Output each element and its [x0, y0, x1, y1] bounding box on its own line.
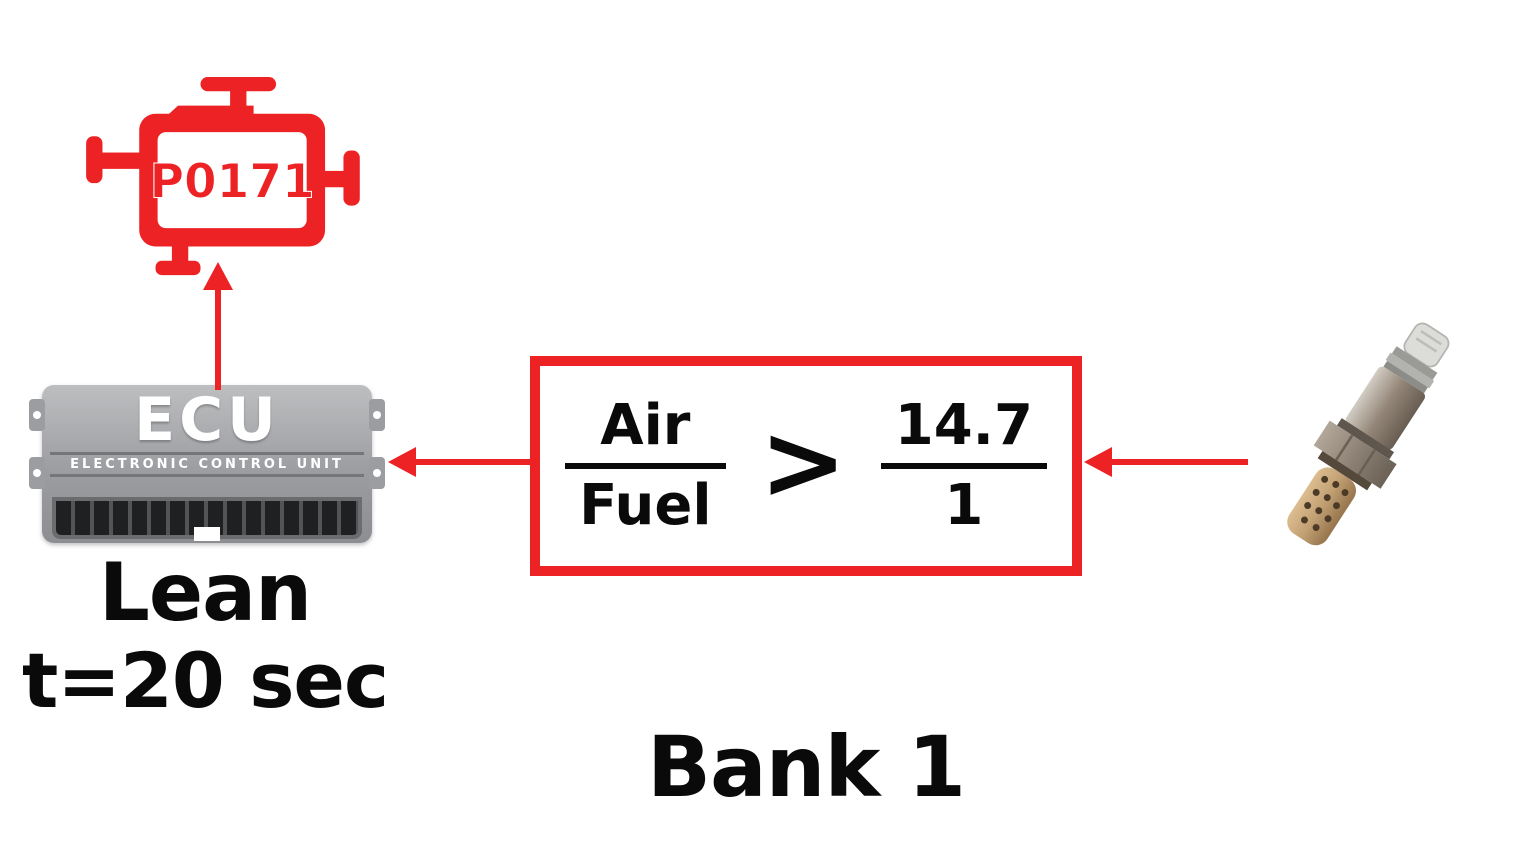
ecu-mount-tab: [369, 457, 385, 489]
lean-time-label: t=20 sec: [21, 635, 389, 725]
check-engine-svg: P0171: [86, 76, 360, 276]
lean-label: Lean: [98, 546, 312, 639]
ecu-title: ECU: [134, 385, 280, 455]
ecu-subtitle: ELECTRONIC CONTROL UNIT: [50, 452, 364, 477]
fraction-bar: [565, 463, 726, 469]
oxygen-sensor-svg: [1287, 322, 1450, 546]
fraction-bar: [880, 463, 1047, 469]
ecu-connector: [52, 497, 362, 541]
oxygen-sensor-image: [1228, 285, 1504, 590]
fraction-denominator: 1: [944, 473, 984, 538]
arrow-head-left: [388, 447, 416, 477]
fraction-numerator: Air: [600, 393, 691, 459]
check-engine-icon: P0171: [80, 70, 370, 280]
ecu-mount-tab: [29, 399, 45, 431]
ecu-module: ECU ELECTRONIC CONTROL UNIT: [29, 385, 385, 543]
fraction-denominator: Fuel: [579, 473, 712, 538]
air-fuel-formula-box: Air Fuel > 14.7 1: [530, 356, 1082, 576]
stoich-ratio-fraction: 14.7 1: [880, 393, 1047, 538]
dtc-code-label: P0171: [150, 154, 315, 209]
air-fuel-fraction: Air Fuel: [565, 395, 726, 536]
ecu-mount-tab: [369, 399, 385, 431]
lean-condition-text: Lean t=20 sec: [10, 548, 400, 723]
arrow-head-left: [1084, 447, 1112, 477]
fraction-numerator: 14.7: [894, 393, 1033, 459]
ecu-connector-pins: [56, 501, 358, 541]
ecu-mount-tab: [29, 457, 45, 489]
greater-than-operator: >: [759, 401, 847, 523]
bank-label: Bank 1: [646, 718, 966, 816]
